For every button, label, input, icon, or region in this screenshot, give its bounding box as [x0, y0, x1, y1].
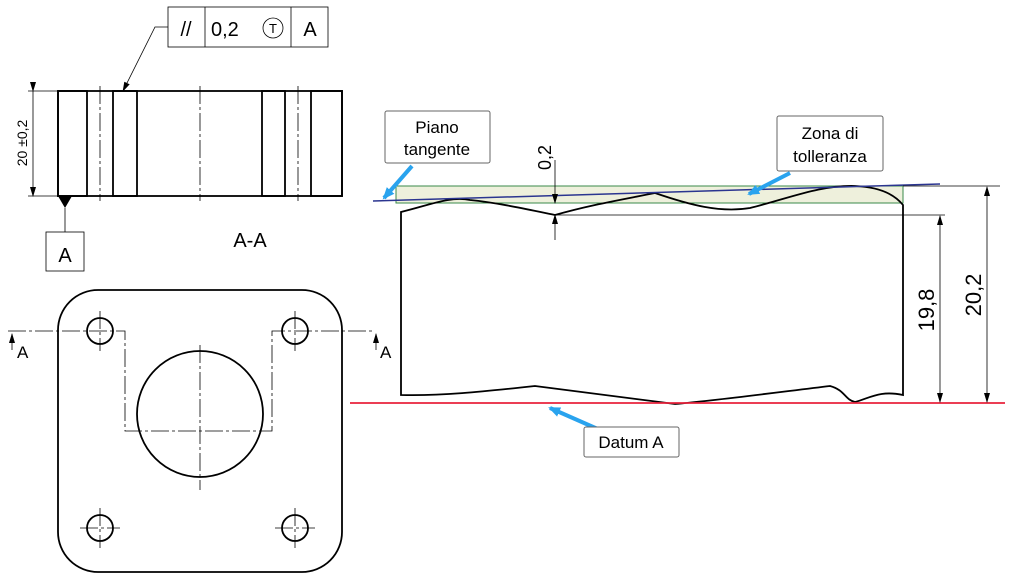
view-label: A-A [233, 230, 267, 252]
callout-tangent-plane: Piano tangente [382, 110, 491, 200]
datum-label: A [58, 245, 72, 267]
section-view: 20 ±0,2 A A-A [14, 82, 343, 272]
svg-text:Datum A: Datum A [598, 433, 664, 452]
tangent-plane-modifier-icon [262, 17, 284, 39]
svg-text:Zona di: Zona di [802, 124, 859, 143]
cut-label-right: A [380, 343, 392, 362]
parallelism-symbol: // [180, 19, 192, 41]
datum-triangle-icon [58, 196, 72, 208]
feature-control-frame: // 0,2 T A [122, 6, 329, 92]
fcf-datum: A [303, 19, 317, 41]
max-dimension: 20,2 [961, 274, 986, 317]
svg-text:tangente: tangente [404, 140, 470, 159]
tangent-plane-line [372, 183, 941, 202]
callout-datum-a: Datum A [548, 406, 680, 458]
profile-detail: 0,2 19,8 20,2 [350, 145, 1005, 405]
cut-label-left: A [17, 343, 29, 362]
zone-dimension: 0,2 [535, 145, 555, 170]
plan-view: A A [8, 289, 392, 573]
svg-text:Piano: Piano [415, 118, 458, 137]
callout-tolerance-zone: Zona di tolleranza [747, 115, 884, 196]
thickness-dimension: 20 ±0,2 [14, 119, 30, 166]
fcf-modifier: T [269, 21, 277, 36]
svg-text:tolleranza: tolleranza [793, 147, 867, 166]
min-dimension: 19,8 [914, 289, 939, 332]
fcf-tolerance: 0,2 [211, 19, 239, 41]
